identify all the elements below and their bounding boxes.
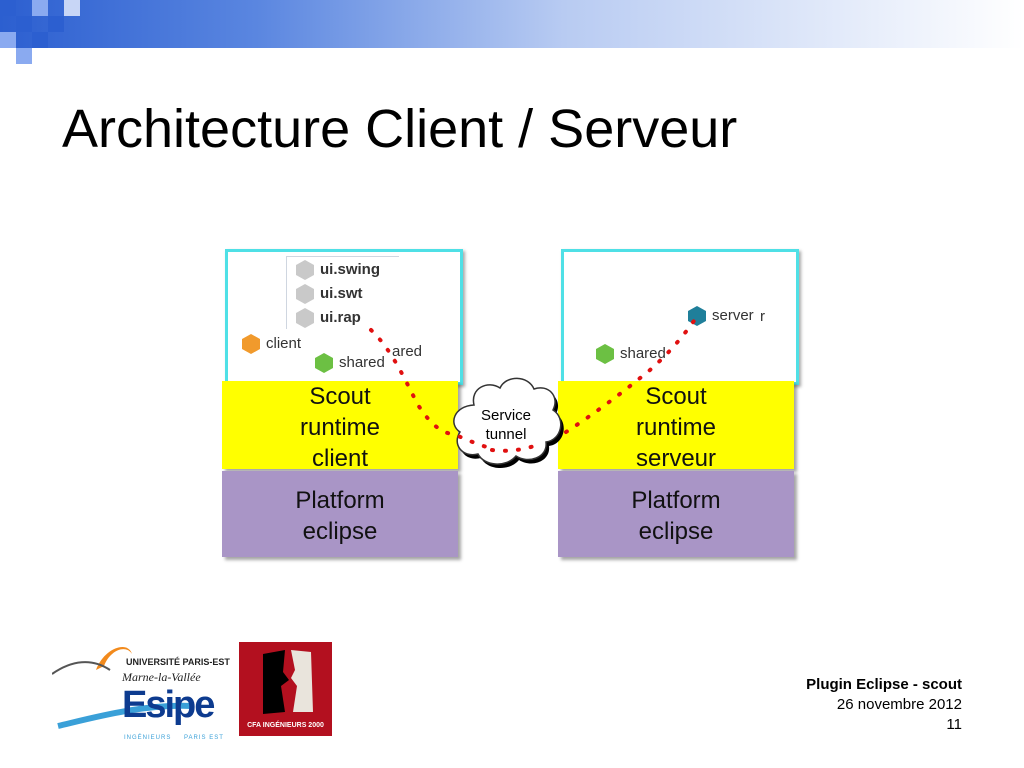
header-band	[0, 0, 1024, 48]
runtime-label-line: client	[311, 445, 369, 472]
tunnel-path-client	[369, 328, 492, 450]
slide-footer: Plugin Eclipse - scout 26 novembre 2012 …	[806, 675, 962, 735]
tunnel-path-mid	[490, 442, 542, 453]
scout-runtime-client-box: Scout runtime client	[222, 381, 458, 472]
slide-number: 11	[946, 716, 962, 733]
client-module-list-frame	[286, 256, 399, 329]
tunnel-label-line: tunnel	[485, 426, 527, 443]
module-server-partial: r	[760, 308, 765, 325]
grey-hex-icon	[296, 308, 314, 328]
cfa-caption: CFA INGÉNIEURS 2000	[247, 722, 324, 729]
green-hex-icon	[315, 353, 333, 373]
module-shared: shared	[596, 344, 666, 364]
grey-hex-icon	[296, 260, 314, 280]
platform-eclipse-server-box: Platform eclipse	[558, 471, 794, 557]
module-client: client	[242, 334, 301, 354]
university-swoosh-graphic	[52, 647, 193, 729]
runtime-label-line: Scout	[645, 383, 707, 410]
tunnel-path-server	[564, 316, 698, 434]
module-shared: shared	[315, 353, 385, 373]
cfa-logo: CFA INGÉNIEURS 2000	[239, 642, 332, 736]
platform-eclipse-client-box: Platform eclipse	[222, 471, 458, 557]
green-hex-icon	[596, 344, 614, 364]
orange-hex-icon	[242, 334, 260, 354]
runtime-label-line: runtime	[635, 414, 717, 441]
scout-runtime-server-box: Scout runtime serveur	[558, 381, 794, 472]
esipe-tagline: INGÉNIEURS	[124, 735, 172, 741]
footer-date: 26 novembre 2012	[836, 696, 962, 713]
module-ui-swt: ui.swt	[296, 284, 363, 304]
client-modules-panel: ui.swing ui.swt ui.rap client shared are…	[225, 249, 463, 385]
cfa-faces-graphic	[263, 650, 313, 714]
tunnel-label-line: Service	[480, 407, 532, 424]
university-city-text: Marne-la-Vallée	[122, 670, 201, 684]
footer-title: Plugin Eclipse - scout	[806, 676, 962, 693]
grey-hex-icon	[296, 284, 314, 304]
esipe-wordmark: Esipe	[122, 684, 215, 726]
server-modules-panel: server r shared	[561, 249, 799, 385]
service-tunnel-cloud	[453, 377, 564, 469]
module-shared-partial: ared	[392, 343, 423, 360]
esipe-tagline-right: PARIS EST	[184, 735, 224, 741]
module-ui-rap: ui.rap	[296, 308, 361, 328]
runtime-label-line: runtime	[299, 414, 381, 441]
platform-label-line: eclipse	[638, 518, 714, 545]
university-logo: UNIVERSITÉ PARIS-EST Marne-la-Vallée Esi…	[52, 630, 232, 745]
corner-squares-decoration	[0, 0, 80, 64]
runtime-label-line: serveur	[635, 445, 717, 472]
runtime-label-line: Scout	[309, 383, 371, 410]
platform-label-line: Platform	[631, 487, 721, 514]
platform-label-line: Platform	[295, 487, 385, 514]
module-ui-swing: ui.swing	[296, 260, 380, 280]
service-tunnel-label: Service tunnel	[470, 406, 542, 444]
slide-title: Architecture Client / Serveur	[62, 99, 738, 159]
university-name-text: UNIVERSITÉ PARIS-EST	[126, 657, 230, 667]
platform-label-line: eclipse	[302, 518, 378, 545]
